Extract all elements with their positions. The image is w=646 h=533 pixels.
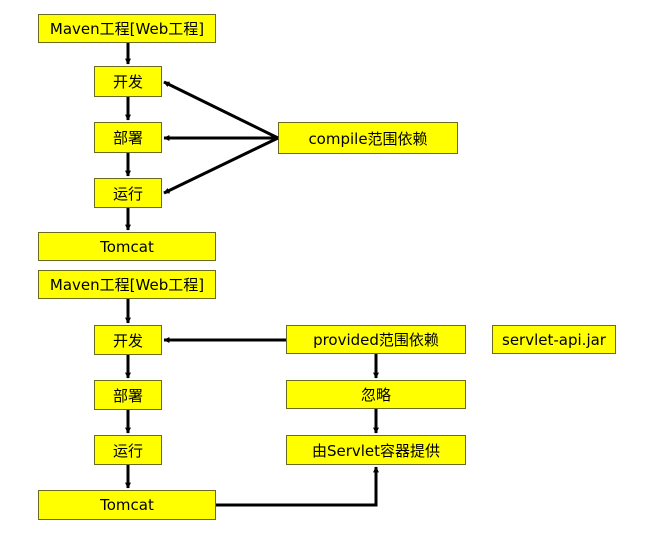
top-maven-project-label: Maven工程[Web工程] bbox=[49, 20, 205, 38]
bottom-develop-box: 开发 bbox=[94, 325, 162, 355]
ignore-box: 忽略 bbox=[286, 380, 466, 409]
bottom-run-box: 运行 bbox=[94, 435, 162, 465]
bottom-develop-label: 开发 bbox=[112, 331, 143, 350]
servlet-api-jar-box: servlet-api.jar bbox=[492, 325, 616, 354]
top-develop-label: 开发 bbox=[112, 73, 143, 91]
top-develop-box: 开发 bbox=[94, 66, 162, 97]
compile-scope-box: compile范围依赖 bbox=[278, 122, 458, 154]
bottom-deploy-box: 部署 bbox=[94, 380, 162, 410]
provided-by-container-box: 由Servlet容器提供 bbox=[286, 435, 466, 465]
provided-scope-label: provided范围依赖 bbox=[313, 331, 439, 349]
bottom-run-label: 运行 bbox=[112, 441, 143, 460]
provided-scope-box: provided范围依赖 bbox=[286, 325, 466, 354]
top-run-box: 运行 bbox=[94, 178, 162, 208]
arrow-compile-to-develop bbox=[163, 80, 279, 140]
top-deploy-label: 部署 bbox=[112, 129, 143, 147]
top-tomcat-box: Tomcat bbox=[38, 232, 216, 261]
top-run-label: 运行 bbox=[112, 184, 143, 203]
bottom-deploy-label: 部署 bbox=[112, 386, 143, 405]
top-tomcat-label: Tomcat bbox=[100, 237, 154, 256]
provided-by-container-label: 由Servlet容器提供 bbox=[311, 441, 441, 460]
ignore-label: 忽略 bbox=[360, 386, 391, 404]
arrow-compile-to-run bbox=[163, 136, 279, 195]
top-maven-project-box: Maven工程[Web工程] bbox=[38, 14, 216, 43]
top-deploy-box: 部署 bbox=[94, 122, 162, 153]
bottom-maven-project-label: Maven工程[Web工程] bbox=[49, 276, 205, 294]
bottom-tomcat-box: Tomcat bbox=[38, 490, 216, 520]
arrow-tomcat-to-container bbox=[216, 466, 379, 507]
compile-scope-label: compile范围依赖 bbox=[308, 129, 428, 148]
servlet-api-jar-label: servlet-api.jar bbox=[502, 330, 606, 349]
bottom-maven-project-box: Maven工程[Web工程] bbox=[38, 270, 216, 299]
bottom-tomcat-label: Tomcat bbox=[100, 496, 154, 514]
